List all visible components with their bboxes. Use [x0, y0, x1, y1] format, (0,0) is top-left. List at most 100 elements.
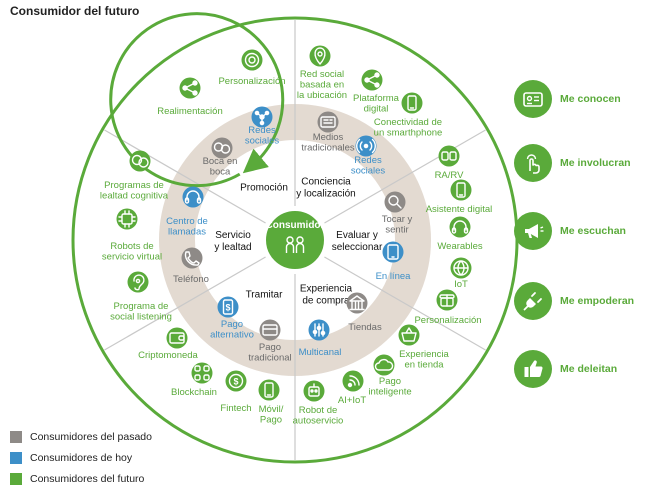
item-label: Realimentación — [157, 106, 222, 117]
item-badge — [401, 92, 423, 114]
svg-text:$: $ — [225, 303, 230, 313]
item-label: RA/RV — [435, 170, 465, 181]
item-badge — [217, 296, 239, 318]
item-label: AI+IoT — [338, 395, 366, 406]
chip-icon — [118, 210, 136, 228]
item-badge — [182, 186, 204, 208]
stage-label: Promoción — [240, 182, 288, 193]
item-label: Multicanal — [299, 347, 342, 358]
location-pin-icon — [314, 47, 326, 65]
sector-divider — [104, 256, 266, 351]
robot-icon — [308, 383, 320, 397]
megaphone-icon — [514, 212, 552, 250]
item-label: Móvil/Pago — [259, 404, 284, 426]
magnifier-icon — [388, 195, 402, 209]
item-badge — [241, 49, 263, 71]
wheel-item: Wearables — [437, 216, 483, 252]
gift-icon — [439, 294, 455, 307]
ear-icon — [133, 274, 145, 291]
center-circle — [264, 209, 326, 271]
wheel-item: RA/RV — [435, 145, 465, 181]
item-badge — [258, 379, 280, 401]
share-icon — [182, 80, 198, 96]
item-label: Criptomoneda — [138, 350, 198, 361]
item-badge — [225, 370, 247, 392]
gossip-icon — [213, 142, 231, 154]
wheel-item: Multicanal — [299, 319, 342, 358]
mobile-icon — [264, 382, 274, 398]
item-badge — [116, 208, 138, 230]
wheel-item: Blockchain — [171, 362, 217, 398]
shopping-basket-icon — [401, 327, 417, 342]
side-item-label: Me conocen — [560, 93, 621, 105]
stage-label: Tramitar — [246, 290, 284, 301]
side-item-label: Me deleitan — [560, 363, 618, 375]
item-badge — [191, 362, 213, 384]
item-badge — [373, 354, 395, 376]
legend-item-past: Consumidores del pasado — [10, 426, 152, 447]
broadcast-icon — [356, 138, 376, 154]
cycle-arrow — [109, 12, 285, 188]
credit-card-icon — [262, 324, 278, 336]
item-label: Teléfono — [173, 274, 209, 285]
wheel-item: Personalización — [414, 289, 482, 326]
legend-swatch — [10, 472, 22, 485]
wheel-item: Personalización — [218, 49, 286, 87]
sector-divider — [324, 129, 486, 224]
sector-divider — [324, 256, 486, 351]
wheel-item: Teléfono — [173, 247, 209, 285]
side-item-label: Me involucran — [560, 157, 631, 169]
cloud-icon — [374, 358, 394, 371]
side-item-conocen: Me conocen — [514, 80, 621, 118]
side-item-label: Me empoderan — [560, 295, 635, 307]
wheel-item: IoT — [450, 257, 472, 290]
wifi-icon — [347, 375, 360, 388]
thumbs-up-icon — [514, 350, 552, 388]
legend-label: Consumidores de hoy — [30, 451, 133, 464]
plug-icon — [514, 282, 552, 320]
sector-divider — [104, 129, 266, 224]
telephone-icon — [184, 251, 200, 266]
dollar-phone-icon: $ — [222, 299, 234, 315]
side-item-escuchan: Me escuchan — [514, 212, 626, 250]
side-item-label: Me escuchan — [560, 225, 626, 237]
tablet-icon — [387, 244, 399, 260]
legend-label: Consumidores del pasado — [30, 430, 152, 443]
item-label: Blockchain — [171, 387, 217, 398]
newspaper-icon — [320, 116, 336, 128]
center-label: Consumidor — [266, 220, 325, 231]
store-icon — [349, 295, 365, 311]
fintech-icon: $ — [228, 373, 244, 389]
item-label: Personalización — [218, 76, 285, 87]
item-label: En línea — [376, 271, 412, 282]
side-item-deleitan: Me deleitan — [514, 350, 617, 388]
globe-icon — [453, 260, 469, 276]
id-card-icon — [514, 80, 552, 118]
